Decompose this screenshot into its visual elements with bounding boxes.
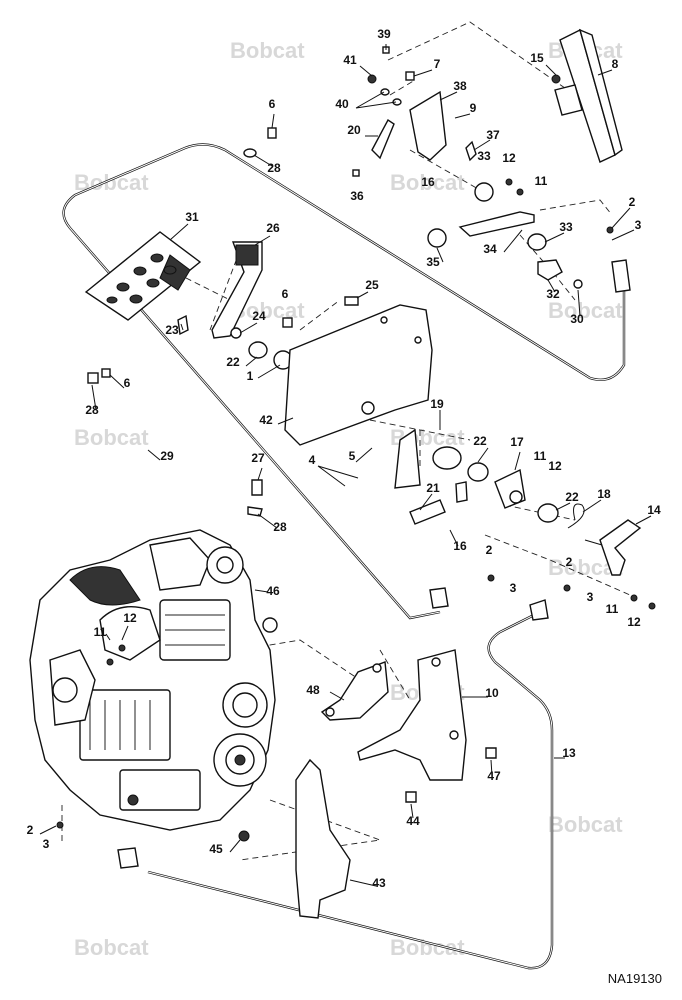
- callout-20: 20: [347, 123, 361, 137]
- callout-2: 2: [27, 823, 34, 837]
- watermark-text: Bobcat: [548, 812, 623, 837]
- callout-29: 29: [160, 449, 174, 463]
- callout-36: 36: [350, 189, 364, 203]
- callout-26: 26: [266, 221, 280, 235]
- callout-9: 9: [470, 101, 477, 115]
- pedal-assembly: [84, 231, 359, 370]
- callout-22: 22: [226, 355, 240, 369]
- callout-11: 11: [535, 174, 548, 188]
- callout-42: 42: [259, 413, 273, 427]
- callout-6: 6: [124, 376, 131, 390]
- lower-brackets: [320, 649, 497, 803]
- callout-2: 2: [629, 195, 636, 209]
- callout-3: 3: [587, 590, 594, 604]
- frame-channel-8: [551, 28, 623, 163]
- callout-27: 27: [251, 451, 265, 465]
- callout-33: 33: [559, 220, 573, 234]
- callout-22: 22: [565, 490, 579, 504]
- callout-12: 12: [627, 615, 641, 629]
- callout-3: 3: [43, 837, 50, 851]
- cable-13: [147, 610, 554, 970]
- callout-32: 32: [546, 287, 560, 301]
- callout-12: 12: [548, 459, 562, 473]
- fasteners: [56, 127, 656, 869]
- lever-cluster: [352, 46, 583, 289]
- callout-41: 41: [343, 53, 357, 67]
- callout-35: 35: [426, 255, 440, 269]
- callout-2: 2: [566, 555, 573, 569]
- callout-11: 11: [606, 602, 619, 616]
- callout-43: 43: [372, 876, 386, 890]
- callout-1: 1: [247, 369, 254, 383]
- callout-46: 46: [266, 584, 280, 598]
- callout-3: 3: [635, 218, 642, 232]
- callout-11: 11: [94, 625, 107, 639]
- callout-28: 28: [273, 520, 287, 534]
- callout-18: 18: [597, 487, 611, 501]
- callout-3: 3: [510, 581, 517, 595]
- callout-25: 25: [365, 278, 379, 292]
- engine-assembly: [29, 529, 278, 831]
- callout-15: 15: [530, 51, 544, 65]
- pivot-assembly: [394, 428, 642, 576]
- callout-21: 21: [426, 481, 440, 495]
- callout-40: 40: [335, 97, 349, 111]
- watermark-text: Bobcat: [548, 298, 623, 323]
- callout-23: 23: [165, 323, 179, 337]
- callout-8: 8: [612, 57, 619, 71]
- callout-47: 47: [487, 769, 501, 783]
- callout-6: 6: [269, 97, 276, 111]
- callout-12: 12: [123, 611, 137, 625]
- callout-33: 33: [477, 149, 491, 163]
- callout-44: 44: [406, 814, 420, 828]
- callout-28: 28: [85, 403, 99, 417]
- callout-30: 30: [570, 312, 584, 326]
- watermark-text: Bobcat: [74, 935, 149, 960]
- callout-34: 34: [483, 242, 497, 256]
- bracket-42: [284, 304, 433, 446]
- callout-22: 22: [473, 434, 487, 448]
- callout-24: 24: [252, 309, 266, 323]
- shield-43: [238, 758, 351, 919]
- callout-5: 5: [349, 449, 356, 463]
- cable-29: [62, 143, 626, 620]
- callout-13: 13: [562, 746, 576, 760]
- callout-28: 28: [267, 161, 281, 175]
- callout-12: 12: [502, 151, 516, 165]
- callout-14: 14: [647, 503, 661, 517]
- callout-11: 11: [534, 449, 547, 463]
- callout-10: 10: [485, 686, 499, 700]
- watermark-text: Bobcat: [390, 935, 465, 960]
- callout-48: 48: [306, 683, 320, 697]
- callout-19: 19: [430, 397, 444, 411]
- callout-4: 4: [309, 453, 316, 467]
- callout-45: 45: [209, 842, 223, 856]
- callout-37: 37: [486, 128, 500, 142]
- watermark-text: Bobcat: [230, 38, 305, 63]
- callout-7: 7: [434, 57, 441, 71]
- callout-6: 6: [282, 287, 289, 301]
- callout-38: 38: [453, 79, 467, 93]
- figure-code: NA19130: [607, 971, 662, 986]
- callout-17: 17: [510, 435, 524, 449]
- watermark-text: Bobcat: [390, 170, 465, 195]
- callout-16: 16: [421, 175, 435, 189]
- leader-lines: [39, 44, 652, 887]
- watermark-text: Bobcat: [74, 425, 149, 450]
- callout-16: 16: [453, 539, 467, 553]
- callout-31: 31: [185, 210, 199, 224]
- callout-39: 39: [377, 27, 391, 41]
- callout-2: 2: [486, 543, 493, 557]
